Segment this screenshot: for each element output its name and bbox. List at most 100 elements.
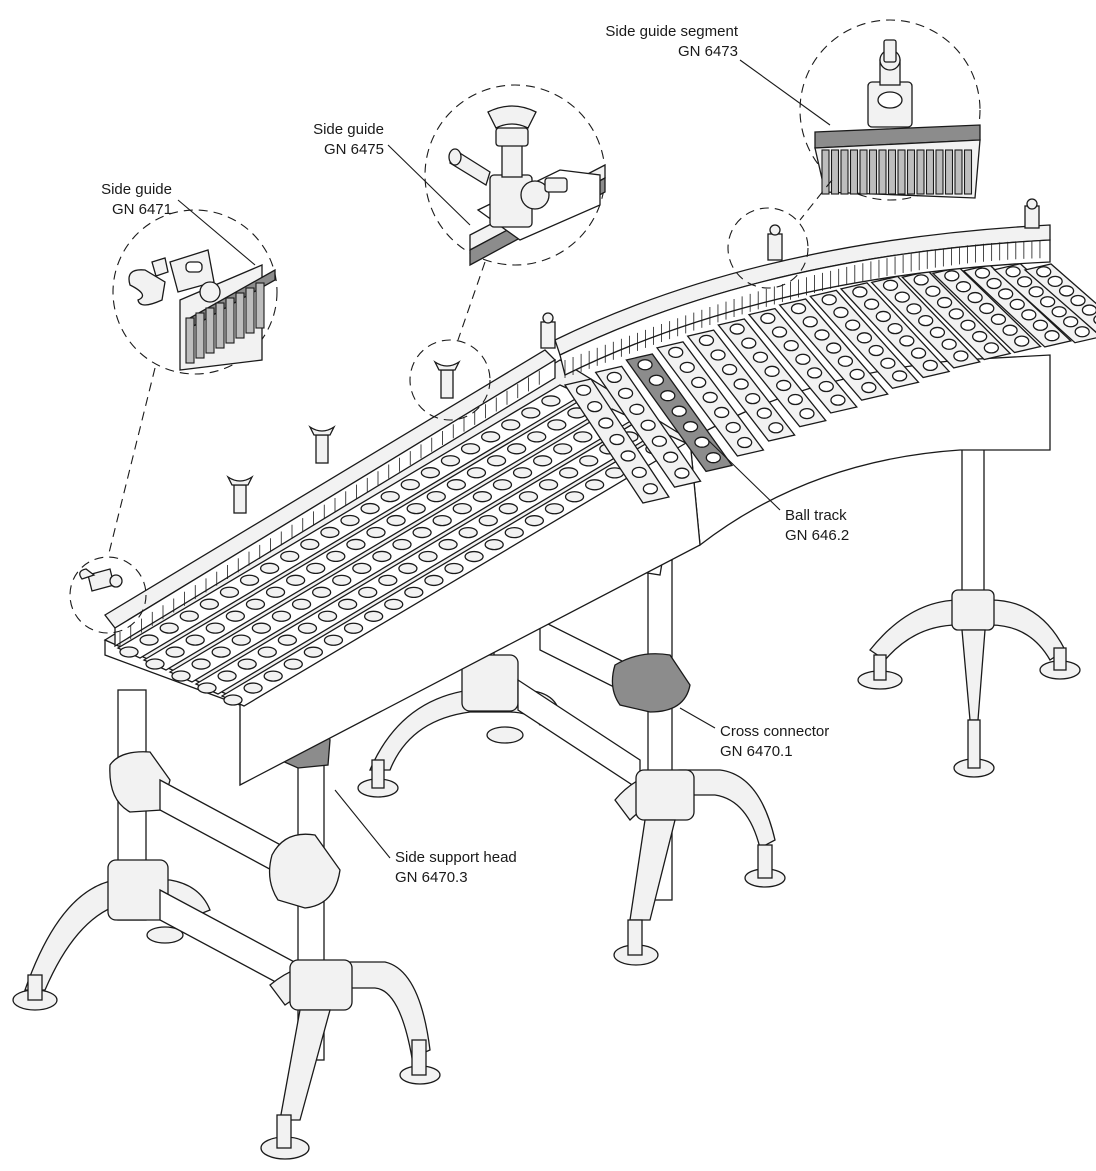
roller bbox=[573, 431, 593, 443]
ball bbox=[806, 367, 823, 379]
ball bbox=[891, 370, 908, 382]
label-ball-track: Ball track GN 646.2 bbox=[785, 507, 849, 544]
roller bbox=[245, 598, 266, 610]
roller bbox=[263, 670, 283, 682]
roller bbox=[300, 538, 320, 551]
roller bbox=[317, 610, 338, 622]
ball bbox=[714, 406, 730, 419]
roller bbox=[323, 634, 344, 646]
roller bbox=[291, 598, 312, 610]
roller bbox=[360, 502, 380, 515]
ball bbox=[1074, 326, 1090, 338]
roller bbox=[486, 455, 507, 467]
detail-circle-gn6473 bbox=[727, 19, 981, 289]
label-name: Cross connector bbox=[720, 723, 829, 740]
roller bbox=[139, 634, 159, 646]
ball bbox=[830, 394, 846, 406]
roller bbox=[404, 586, 424, 599]
roller bbox=[205, 622, 225, 634]
roller bbox=[518, 491, 539, 503]
ball bbox=[783, 340, 799, 352]
ball bbox=[856, 332, 873, 344]
detail-roller bbox=[235, 292, 245, 339]
label-side-guide-6471: Side guide GN 6471 bbox=[101, 181, 172, 218]
ball bbox=[721, 363, 738, 376]
label-side-guide-segment: Side guide segment GN 6473 bbox=[605, 23, 738, 60]
roller bbox=[553, 443, 573, 455]
ball bbox=[620, 450, 636, 462]
label-name: Side guide segment bbox=[605, 23, 738, 40]
ball bbox=[795, 353, 811, 365]
ball bbox=[729, 323, 745, 335]
ball bbox=[960, 319, 976, 331]
detail-roller bbox=[225, 297, 235, 344]
roller bbox=[418, 550, 438, 563]
ball bbox=[1005, 266, 1021, 278]
ball bbox=[826, 342, 842, 354]
ball bbox=[1036, 266, 1052, 278]
roller bbox=[366, 526, 386, 539]
leader-lines bbox=[177, 59, 831, 859]
ball bbox=[1032, 319, 1049, 331]
roller bbox=[197, 682, 217, 694]
roller bbox=[544, 503, 565, 515]
detail-roller bbox=[215, 302, 225, 349]
ball bbox=[814, 329, 830, 341]
ball bbox=[698, 334, 715, 347]
detail-roller bbox=[868, 149, 878, 195]
ball bbox=[725, 421, 741, 434]
roller bbox=[280, 550, 300, 563]
roller bbox=[492, 479, 513, 491]
roller bbox=[285, 574, 306, 586]
ball bbox=[913, 274, 929, 286]
ball bbox=[849, 368, 865, 381]
detail-roller bbox=[925, 149, 935, 195]
ball bbox=[910, 347, 927, 359]
roller bbox=[223, 694, 243, 706]
detail-roller bbox=[954, 149, 963, 195]
ball-track-curve bbox=[563, 263, 1096, 504]
roller bbox=[306, 562, 326, 575]
ball bbox=[1044, 330, 1060, 342]
roller bbox=[521, 407, 541, 419]
roller bbox=[119, 646, 139, 658]
ball bbox=[598, 417, 614, 429]
ball bbox=[899, 335, 915, 347]
ball bbox=[799, 407, 815, 420]
ball bbox=[741, 337, 757, 349]
roller bbox=[527, 431, 547, 443]
roller bbox=[579, 455, 599, 467]
label-code: GN 6470.3 bbox=[395, 869, 468, 886]
ball bbox=[671, 405, 687, 417]
ball bbox=[756, 407, 772, 419]
ball bbox=[922, 359, 938, 372]
label-code: GN 6470.1 bbox=[720, 743, 793, 760]
front-left-stand bbox=[12, 689, 301, 1011]
label-name: Side guide bbox=[101, 181, 172, 198]
roller bbox=[452, 502, 472, 515]
roller bbox=[512, 467, 533, 479]
roller bbox=[217, 670, 237, 682]
detail-roller bbox=[935, 149, 944, 195]
ball bbox=[875, 310, 891, 323]
roller bbox=[145, 658, 165, 670]
ball bbox=[986, 277, 1002, 290]
ball bbox=[629, 403, 645, 415]
roller bbox=[165, 646, 185, 658]
roller bbox=[257, 646, 277, 658]
label-code: GN 6471 bbox=[112, 201, 172, 218]
detail-roller bbox=[963, 149, 973, 195]
ball bbox=[668, 346, 684, 358]
ball bbox=[997, 288, 1014, 300]
roller bbox=[547, 419, 567, 431]
ball bbox=[609, 433, 625, 446]
label-name: Side guide bbox=[313, 121, 384, 138]
roller-tracks bbox=[116, 384, 688, 707]
roller bbox=[444, 562, 464, 575]
ball bbox=[764, 365, 780, 377]
roller bbox=[239, 574, 260, 586]
ball bbox=[863, 298, 880, 310]
ball bbox=[1028, 286, 1044, 298]
ball bbox=[972, 330, 988, 343]
